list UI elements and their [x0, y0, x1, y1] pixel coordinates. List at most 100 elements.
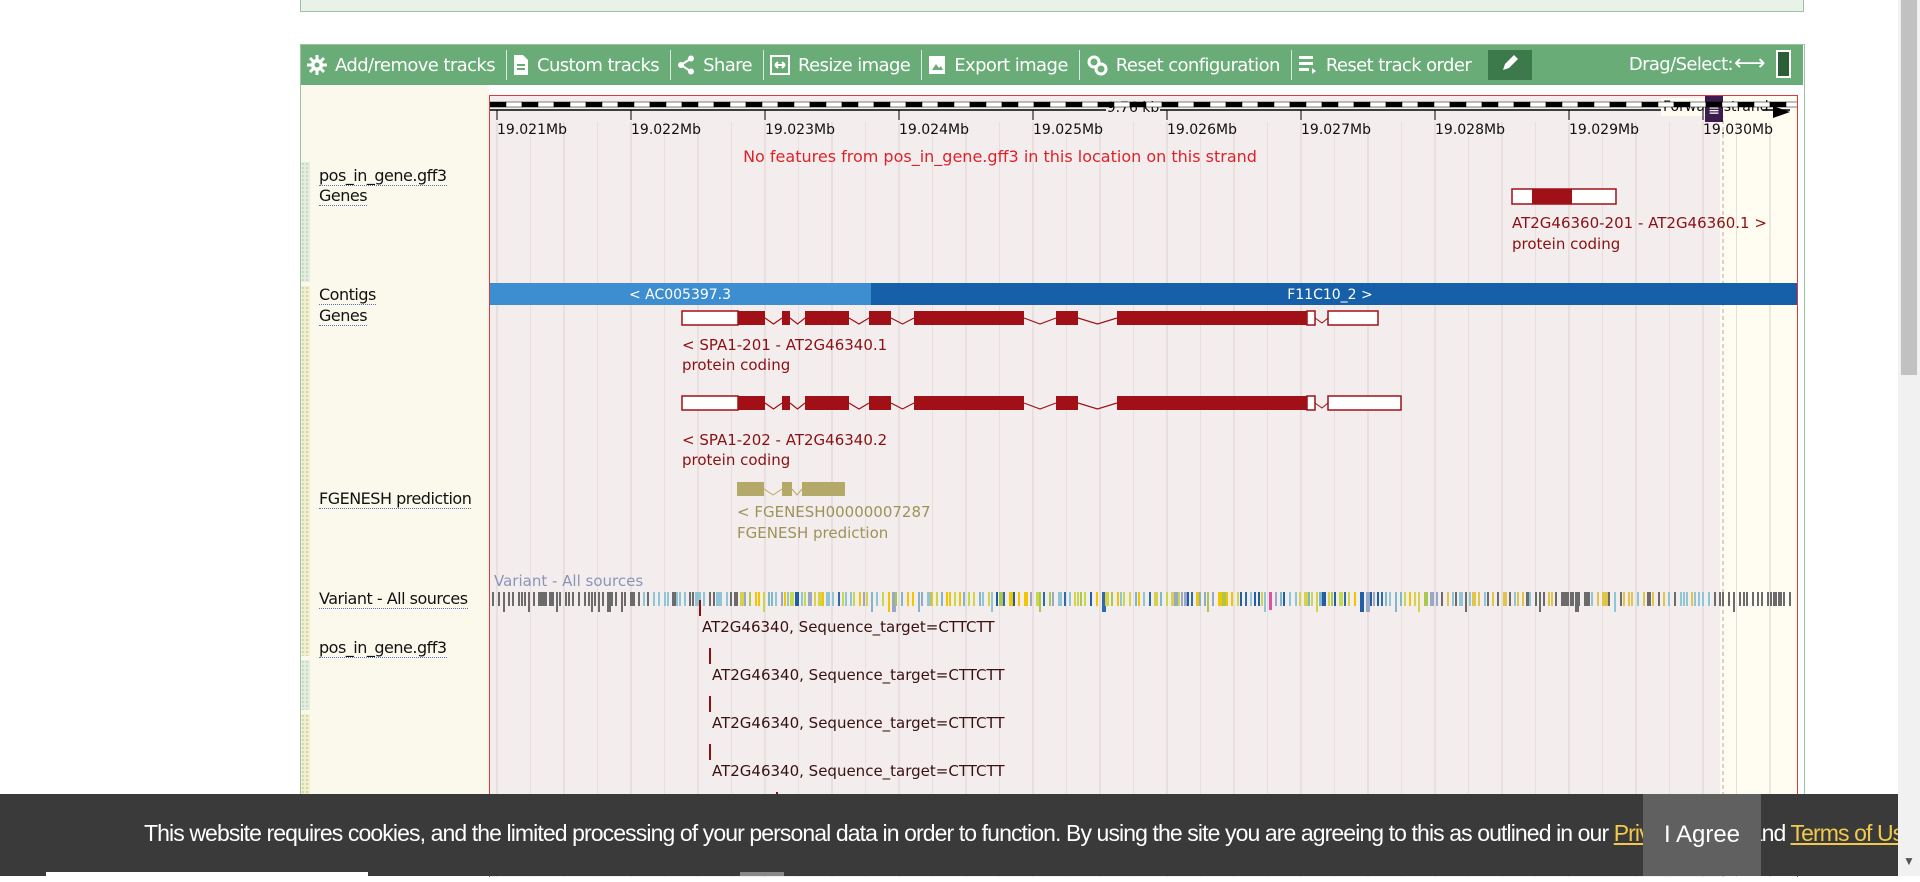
variant-mark	[1623, 592, 1625, 606]
track-handle[interactable]	[301, 660, 310, 710]
contig-ac005397[interactable]	[490, 283, 871, 305]
scalebar-segment	[953, 101, 971, 108]
variant-mark	[973, 592, 975, 606]
scalebar-segment	[1193, 101, 1211, 108]
variant-mark	[1430, 592, 1434, 606]
variant-mark	[954, 592, 956, 606]
variant-mark	[1018, 592, 1020, 606]
variant-mark	[941, 592, 943, 606]
intron	[848, 317, 870, 325]
add-remove-tracks-button[interactable]: Add/remove tracks	[301, 45, 506, 85]
variant-mark	[611, 592, 613, 606]
contig-f11c10-label: F11C10_2 >	[1287, 287, 1373, 303]
scalebar-segment	[1593, 101, 1611, 108]
variant-mark	[1084, 592, 1086, 606]
scalebar-segment	[1465, 101, 1483, 108]
variant-mark	[1218, 592, 1222, 606]
variant-mark	[1452, 592, 1454, 606]
scalebar-segment	[1033, 101, 1051, 108]
scroll-down-arrow-icon[interactable]: ▼	[1903, 854, 1915, 868]
scrollbar-thumb[interactable]	[1901, 0, 1917, 375]
scalebar-segment	[1337, 101, 1355, 108]
variant-mark	[1694, 592, 1696, 606]
track-label-genes[interactable]: Genes	[319, 186, 368, 206]
contig-f11c10[interactable]	[871, 283, 1797, 305]
i-agree-button[interactable]: I Agree	[1643, 794, 1761, 876]
track-image-panel[interactable]: 9.76 kb Forward strand ≡ 19.021Mb19.022M…	[489, 95, 1905, 877]
variant-mark	[1652, 592, 1654, 606]
resize-image-label: Resize image	[798, 54, 911, 76]
fgenesh-prediction-feature[interactable]	[737, 482, 845, 496]
variant-mark	[1620, 592, 1622, 606]
exon	[914, 311, 1024, 325]
intron	[1314, 402, 1329, 409]
track-label-contigs[interactable]: Contigs	[319, 285, 376, 305]
scalebar-segment	[553, 101, 571, 108]
highlight-pencil-button[interactable]	[1488, 50, 1533, 80]
track-label-fgenesh[interactable]: FGENESH prediction	[319, 489, 472, 509]
scalebar-segment	[937, 101, 955, 108]
reset-track-order-button[interactable]: Reset track order	[1292, 45, 1482, 85]
variant-mark	[882, 592, 884, 606]
transcript-spa1-201[interactable]	[681, 310, 1379, 326]
scalebar-segment	[1433, 101, 1451, 108]
variant-mark	[1289, 592, 1291, 606]
variant-mark	[1497, 592, 1499, 606]
track-label-pos-in-gene[interactable]: pos_in_gene.gff3	[319, 166, 447, 186]
variant-mark	[1254, 592, 1256, 606]
variant-mark	[758, 592, 760, 606]
variant-track[interactable]	[492, 592, 1791, 612]
track-label-variant[interactable]: Variant - All sources	[319, 589, 468, 609]
variant-mark	[863, 592, 865, 606]
exon	[782, 396, 790, 410]
drag-arrow-icon[interactable]: ⟷	[1734, 51, 1766, 76]
variant-mark	[1074, 592, 1076, 606]
exon	[914, 396, 1024, 410]
variant-mark	[1719, 592, 1721, 606]
terms-of-use-link[interactable]: Terms of Use	[1790, 820, 1917, 846]
variant-mark	[853, 592, 855, 606]
export-image-button[interactable]: Export image	[922, 45, 1079, 85]
variant-mark	[1668, 592, 1670, 606]
track-label-genes[interactable]: Genes	[319, 306, 368, 326]
variant-mark	[1204, 592, 1206, 606]
info-box	[300, 0, 1804, 12]
reset-configuration-button[interactable]: Reset configuration	[1080, 45, 1291, 85]
sequence-target-label: AT2G46340, Sequence_target=CTTCTT	[702, 618, 995, 637]
intron	[1077, 402, 1118, 410]
variant-mark	[787, 592, 789, 606]
variant-mark	[1686, 592, 1688, 606]
variant-mark	[1455, 592, 1457, 606]
scalebar-segment	[1385, 101, 1403, 108]
variant-mark	[763, 592, 765, 612]
variant-mark	[1129, 592, 1131, 606]
horizontal-scroll-indicator	[46, 872, 368, 876]
select-mode-icon[interactable]	[1776, 50, 1791, 78]
variant-mark	[1199, 592, 1201, 606]
variant-mark	[542, 592, 546, 606]
variant-mark	[1614, 592, 1616, 612]
variant-mark	[946, 592, 948, 606]
track-handle[interactable]	[301, 286, 310, 656]
variant-mark	[730, 592, 732, 606]
scalebar-segment	[1273, 101, 1291, 108]
variant-mark	[988, 592, 990, 606]
variant-mark	[1036, 592, 1040, 606]
transcript-spa1-202[interactable]	[681, 395, 1402, 411]
gene-at2g46360[interactable]	[1511, 188, 1617, 205]
variant-mark	[720, 592, 722, 606]
variant-mark	[1366, 592, 1370, 612]
resize-image-button[interactable]: Resize image	[764, 45, 921, 85]
custom-tracks-button[interactable]: Custom tracks	[507, 45, 670, 85]
scalebar-segment	[761, 101, 779, 108]
share-button[interactable]: Share	[671, 45, 763, 85]
sequence-target-label: AT2G46340, Sequence_target=CTTCTT	[712, 714, 1005, 733]
variant-mark	[1231, 592, 1233, 606]
variant-mark	[1316, 592, 1318, 612]
scalebar-segment	[921, 101, 939, 108]
track-handle[interactable]	[301, 162, 310, 282]
variant-mark	[1487, 592, 1489, 606]
track-label-pos-in-gene[interactable]: pos_in_gene.gff3	[319, 638, 447, 658]
utr	[1327, 395, 1402, 411]
variant-mark	[768, 592, 770, 606]
